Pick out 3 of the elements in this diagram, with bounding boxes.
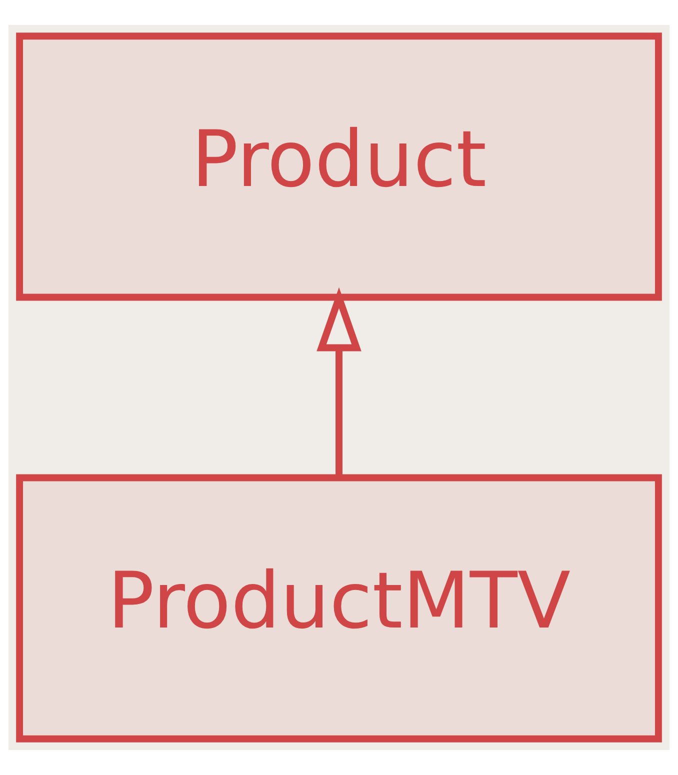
node-box: Product [16,32,662,301]
arrow [316,287,362,478]
node-box: ProductMTV [16,474,662,742]
